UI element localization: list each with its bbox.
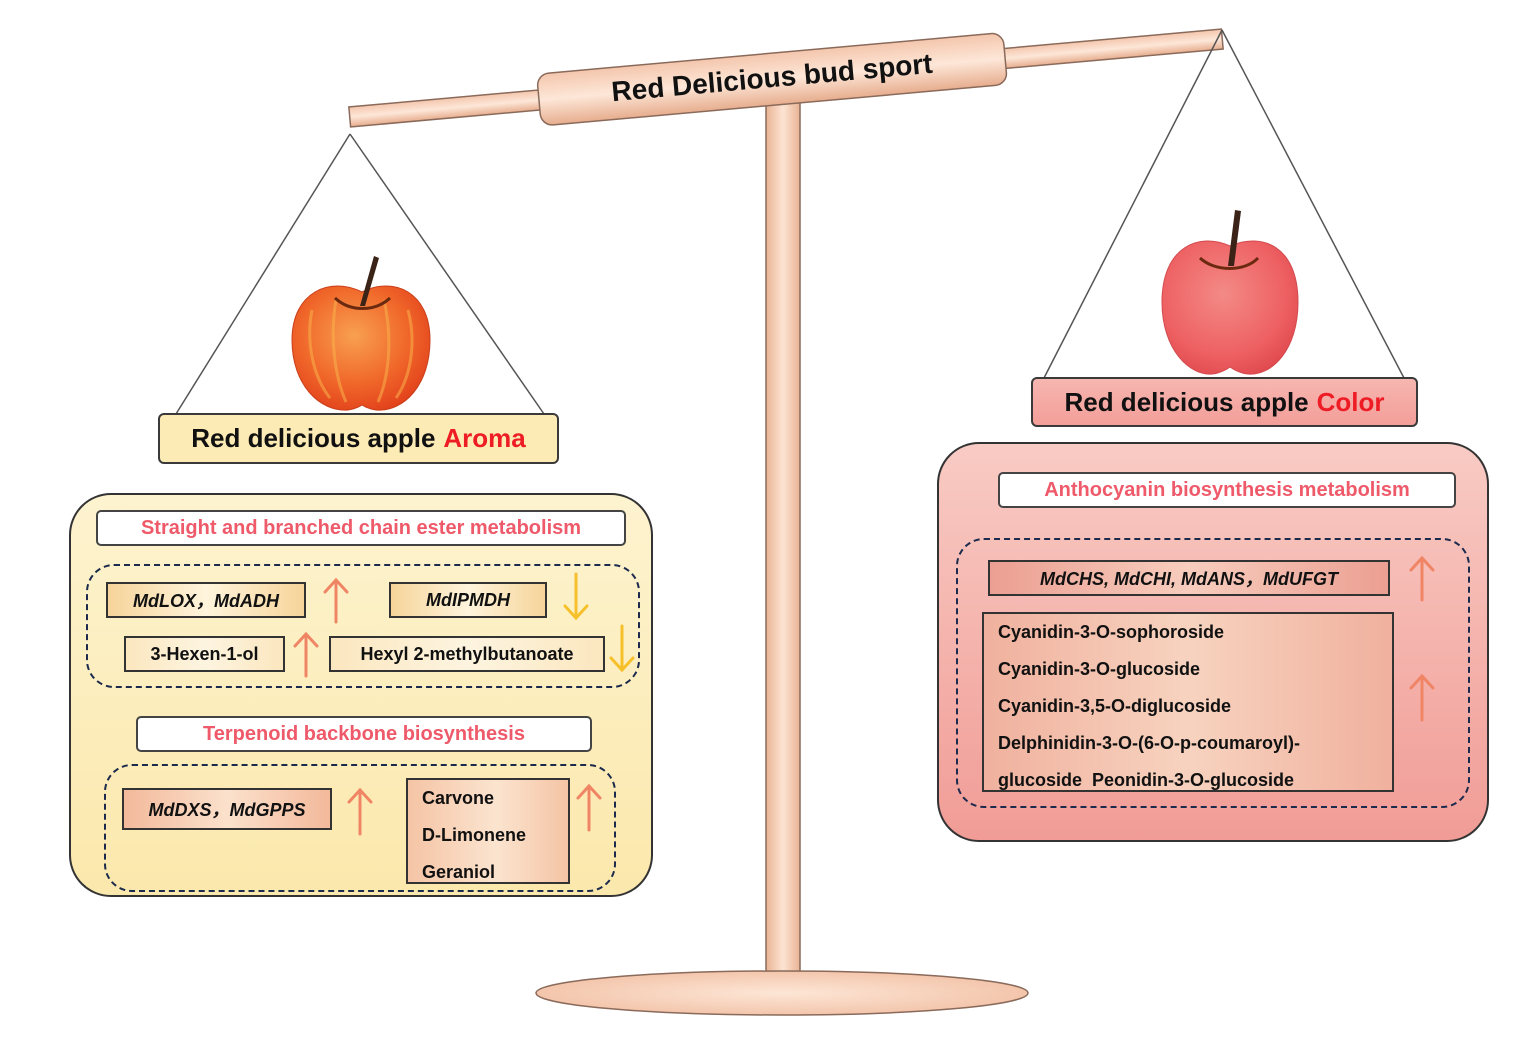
metabolite-d-limonene: D-Limonene [422, 825, 527, 845]
color-label-trait: Color [1316, 386, 1385, 417]
scale-base [535, 970, 1029, 1016]
trend-arrow-dxs-gpps [347, 787, 373, 836]
scale-pole [765, 99, 801, 981]
gene-box-lox-adh: MdLOX，MdADH [106, 582, 306, 618]
metabolite-box-hexyl-methylbutanoate: Hexyl 2-methylbutanoate [329, 636, 605, 672]
metabolite-delphinidin-coumaroyl: Delphinidin-3-O-(6-O-p-coumaroyl)- [998, 733, 1300, 753]
trend-arrow-anthocyanin-metabolites [1409, 673, 1435, 722]
hanging-strings [175, 29, 1405, 415]
color-label: Red delicious apple Color [1031, 377, 1418, 427]
ester-pathway-title: Straight and branched chain ester metabo… [96, 510, 626, 546]
anthocyanin-metabolite-list: Cyanidin-3-O-sophoroside Cyanidin-3-O-gl… [982, 612, 1394, 792]
trend-arrow-lox-adh [323, 577, 349, 624]
trend-arrow-anthocyanin-genes [1409, 555, 1435, 602]
metabolite-box-hexenol: 3-Hexen-1-ol [124, 636, 285, 672]
metabolite-cyanidin-diglucoside: Cyanidin-3,5-O-diglucoside [998, 696, 1232, 716]
color-apple-icon [1161, 210, 1299, 375]
metabolite-cyanidin-glucoside: Cyanidin-3-O-glucoside [998, 659, 1201, 679]
gene-box-dxs-gpps: MdDXS，MdGPPS [122, 788, 332, 830]
aroma-apple-icon [291, 256, 431, 411]
aroma-label-trait: Aroma [443, 423, 526, 453]
color-label-prefix: Red delicious apple [1064, 386, 1309, 417]
trend-arrow-terpenoid-metabolites [576, 783, 602, 832]
gene-box-ipmdh: MdIPMDH [389, 582, 547, 618]
trend-arrow-hexyl-methylbutanoate [609, 624, 635, 673]
terpenoid-metabolite-list: Carvone D-Limonene Geraniol [406, 778, 570, 884]
terpenoid-pathway-box [104, 764, 616, 892]
anthocyanin-pathway-title: Anthocyanin biosynthesis metabolism [998, 472, 1456, 508]
terpenoid-pathway-title: Terpenoid backbone biosynthesis [136, 716, 592, 752]
trend-arrow-hexenol [293, 631, 319, 678]
metabolite-geraniol: Geraniol [422, 862, 496, 882]
metabolite-cyanidin-sophoroside: Cyanidin-3-O-sophoroside [998, 622, 1225, 642]
gene-box-anthocyanin: MdCHS, MdCHI, MdANS，MdUFGT [988, 560, 1390, 596]
metabolite-carvone: Carvone [422, 788, 495, 808]
anthocyanin-pathway-box [956, 538, 1470, 808]
aroma-label-prefix: Red delicious apple [191, 423, 436, 453]
scale-beam [348, 28, 1224, 128]
ester-pathway-box [86, 564, 640, 688]
aroma-label: Red delicious apple Aroma [158, 413, 559, 464]
trend-arrow-ipmdh [563, 572, 589, 621]
metabolite-glucoside-peonidin: glucoside Peonidin-3-O-glucoside [998, 770, 1295, 790]
